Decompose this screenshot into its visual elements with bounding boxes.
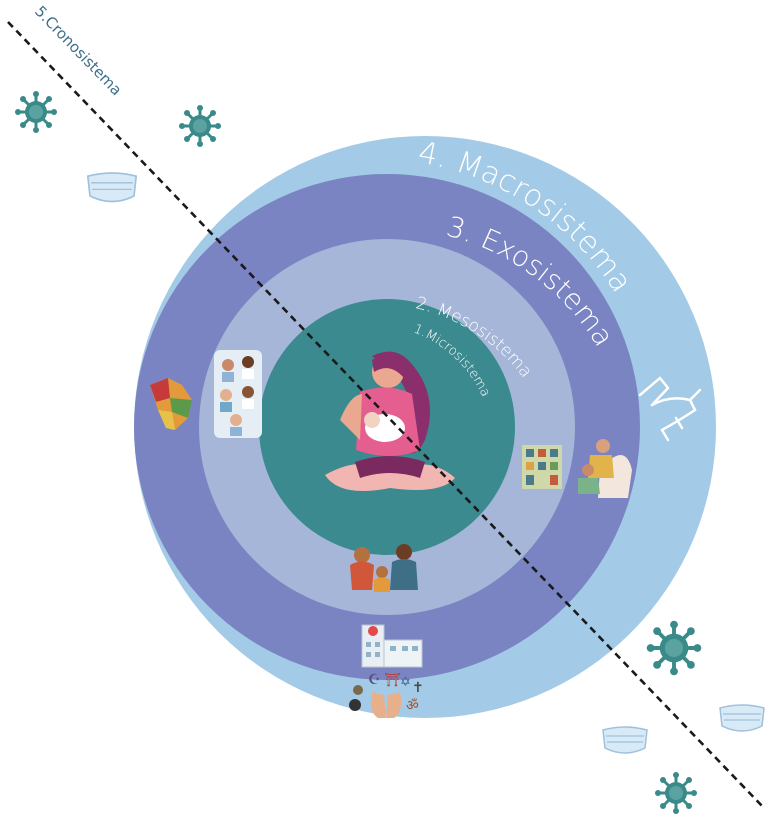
virus-icon bbox=[13, 89, 59, 135]
virus-icon bbox=[653, 770, 699, 816]
svg-text:⛩: ⛩ bbox=[384, 672, 401, 688]
svg-text:✝: ✝ bbox=[412, 680, 424, 696]
family-icon bbox=[350, 544, 418, 592]
chronosystem-label: 5.Cronosistema bbox=[31, 2, 125, 99]
mother-breastfeeding-icon bbox=[325, 351, 455, 492]
virus-icon bbox=[177, 103, 223, 149]
healthcare-team-icon bbox=[214, 350, 262, 438]
svg-text:☪: ☪ bbox=[368, 672, 381, 688]
face-mask-icon bbox=[86, 172, 138, 203]
city-buildings-icon bbox=[522, 445, 562, 489]
virus-icon bbox=[644, 618, 704, 678]
face-mask-icon bbox=[719, 704, 765, 732]
chronosystem-line bbox=[7, 21, 765, 809]
brazil-map-icon bbox=[150, 378, 192, 430]
handshake-icon bbox=[638, 376, 702, 442]
face-mask-icon bbox=[602, 726, 648, 754]
svg-text:ॐ: ॐ bbox=[406, 698, 419, 714]
svg-text:✡: ✡ bbox=[400, 675, 411, 690]
grandparent-icon bbox=[578, 439, 632, 498]
hospital-icon bbox=[361, 624, 423, 668]
religion-symbols-icon: ☪ ⛩ ✡ ✝ ॐ bbox=[349, 672, 424, 718]
legal-document-icon bbox=[106, 308, 144, 352]
